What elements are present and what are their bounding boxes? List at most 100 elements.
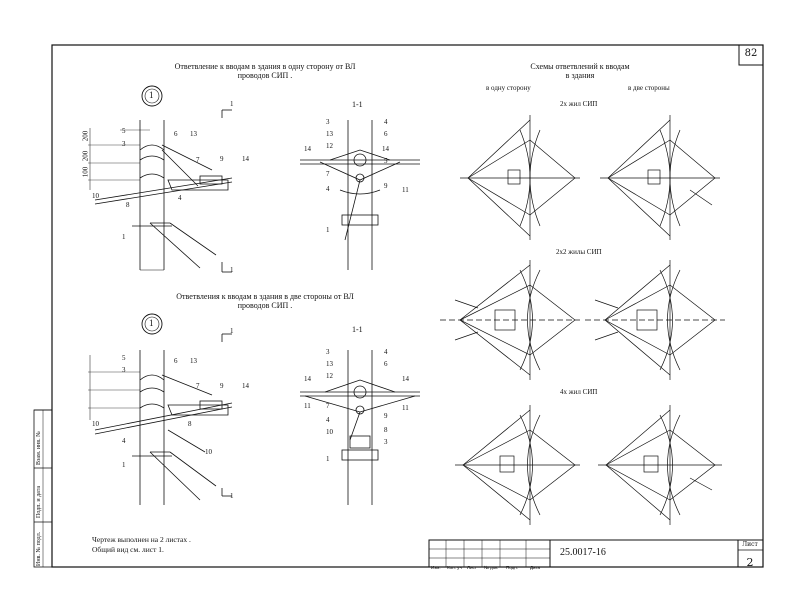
section-part-label: 4 — [384, 118, 388, 126]
section-part-label: 3 — [384, 438, 388, 446]
section-part-label: 14 — [382, 145, 389, 153]
section-title-top: 1-1 — [352, 100, 363, 109]
part-label: 13 — [190, 130, 197, 138]
section-part-label: 14 — [304, 375, 311, 383]
top-left-title-line2: проводов СИП . — [237, 71, 293, 80]
title-block-col: Дата — [530, 565, 540, 570]
top-left-title: Ответвление к вводам в здания в одну сто… — [160, 62, 370, 80]
section-part-label: 9 — [384, 412, 388, 420]
section-part-label: 14 — [402, 375, 409, 383]
list-number: 2 — [746, 556, 754, 569]
sheet-number-box — [738, 44, 764, 66]
section-part-label: 7 — [326, 170, 330, 178]
top-left-title-line1: Ответвление к вводам в здания в одну сто… — [174, 62, 356, 71]
section-part-label: 3 — [326, 348, 330, 356]
dim-label: 100 — [81, 166, 90, 178]
part-label: 10 — [205, 448, 212, 456]
section-mark-top-upper: 1 — [230, 100, 234, 108]
section-part-label: 1 — [326, 455, 330, 463]
part-label: 7 — [196, 156, 200, 164]
top-elevation-view — [88, 109, 233, 273]
sheet-frame — [51, 44, 764, 568]
part-label: 1 — [122, 461, 126, 469]
part-label: 6 — [174, 130, 178, 138]
section-part-label: 4 — [326, 185, 330, 193]
schemes-title-line1: Схемы ответвлений к вводам — [530, 62, 630, 71]
callout-circle-top — [141, 85, 163, 107]
part-label: 13 — [190, 357, 197, 365]
document-code: 25.0017-16 — [560, 547, 606, 558]
section-part-label: 1 — [326, 226, 330, 234]
top-section-view — [300, 120, 420, 270]
section-part-label: 10 — [326, 428, 333, 436]
schemes-col-one: в одну сторону — [486, 84, 531, 92]
section-mark-bottom-lower: 1 — [230, 492, 234, 500]
part-label: 14 — [242, 382, 249, 390]
part-label: 5 — [122, 127, 126, 135]
callout-number-top: 1 — [149, 90, 154, 100]
scheme-row3-label: 4х жил СИП — [560, 388, 598, 396]
part-label: 10 — [92, 420, 99, 428]
section-part-label: 6 — [384, 130, 388, 138]
schemes-title-line2: в здания — [565, 71, 595, 80]
part-label: 8 — [188, 420, 192, 428]
bottom-left-title-line1: Ответвления к вводам в здания в две стор… — [176, 292, 354, 301]
dim-label: 200 — [81, 130, 90, 142]
side-stamp-inv: Инв. № подл. — [36, 531, 42, 566]
part-label: 9 — [220, 155, 224, 163]
section-part-label: 11 — [304, 402, 311, 410]
part-label: 10 — [92, 192, 99, 200]
section-part-label: 9 — [384, 182, 388, 190]
part-label: 9 — [220, 382, 224, 390]
part-label: 5 — [122, 354, 126, 362]
side-stamp-replace: Взам. инв. № — [36, 431, 42, 465]
title-block-col: № док. — [484, 565, 499, 570]
part-label: 1 — [122, 233, 126, 241]
drawing-note: Чертеж выполнен на 2 листах . Общий вид … — [92, 535, 191, 555]
section-part-label: 3 — [326, 118, 330, 126]
list-label: Лист — [742, 541, 758, 548]
callout-circle-bottom — [141, 313, 163, 335]
part-label: 7 — [196, 382, 200, 390]
section-part-label: 8 — [384, 426, 388, 434]
bottom-left-title-line2: проводов СИП . — [237, 301, 293, 310]
section-part-label: 4 — [326, 416, 330, 424]
bottom-elevation-view — [88, 333, 233, 505]
section-part-label: 12 — [326, 142, 333, 150]
section-part-label: 11 — [402, 404, 409, 412]
section-part-label: 13 — [326, 360, 333, 368]
side-stamp-sign: Подп. и дата — [36, 485, 42, 518]
section-part-label: 11 — [402, 186, 409, 194]
section-mark-top-lower: 1 — [230, 266, 234, 274]
callout-number-bottom: 1 — [149, 318, 154, 328]
schemes-title: Схемы ответвлений к вводам в здания — [500, 62, 660, 80]
note-line1: Чертеж выполнен на 2 листах . — [92, 535, 191, 544]
section-part-label: 13 — [326, 130, 333, 138]
section-part-label: 5 — [384, 157, 388, 165]
part-label: 4 — [122, 437, 126, 445]
scheme-row2-label: 2х2 жилы СИП — [556, 248, 602, 256]
dim-label: 200 — [81, 150, 90, 162]
schemes-diagrams — [440, 115, 725, 525]
title-block-col: Лист — [467, 565, 477, 570]
part-label: 3 — [122, 140, 126, 148]
section-title-bottom: 1-1 — [352, 325, 363, 334]
title-block — [428, 539, 764, 568]
part-label: 3 — [122, 366, 126, 374]
part-label: 4 — [178, 194, 182, 202]
part-label: 14 — [242, 155, 249, 163]
schemes-col-two: в две стороны — [628, 84, 670, 92]
section-part-label: 4 — [384, 348, 388, 356]
section-part-label: 12 — [326, 372, 333, 380]
sheet-number-top: 82 — [744, 48, 758, 59]
bottom-section-view — [300, 350, 420, 505]
scheme-row1-label: 2х жил СИП — [560, 100, 598, 108]
title-block-col: Подп. — [506, 565, 518, 570]
title-block-col: Кол. уч — [447, 565, 462, 570]
title-block-col: Изм. — [431, 565, 441, 570]
note-line2: Общий вид см. лист 1. — [92, 545, 164, 554]
section-part-label: 14 — [304, 145, 311, 153]
bottom-left-title: Ответвления к вводам в здания в две стор… — [160, 292, 370, 310]
part-label: 6 — [174, 357, 178, 365]
section-part-label: 6 — [384, 360, 388, 368]
